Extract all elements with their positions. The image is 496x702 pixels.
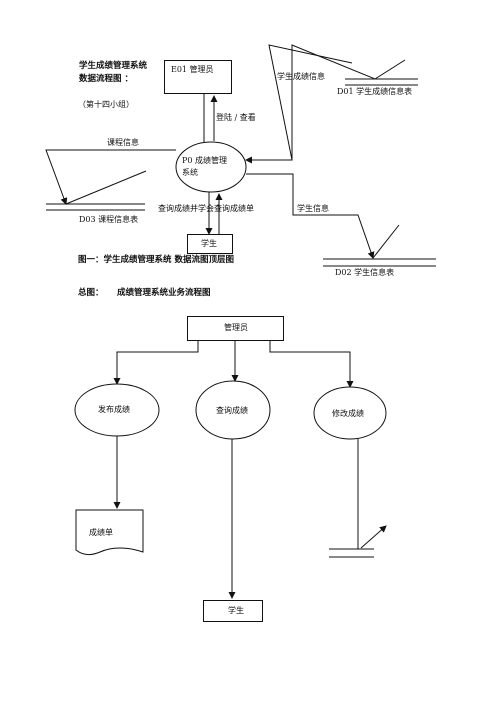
bottom-caption-label: 总图： [78,288,104,298]
process-p0-label-line1: P0 成绩管理 [182,156,228,165]
query-shape [195,380,271,440]
flow-student-info-back [372,224,400,259]
entity-admin-box: E01 管理员 [164,60,232,94]
entity-admin-label: E01 管理员 [171,65,214,74]
flow-score-info-back [291,44,406,160]
flow-course-info-back [65,170,147,205]
flow-score-info [245,44,353,164]
report-document-shape [75,509,144,556]
flow-course-info-label: 课程信息 [107,138,139,147]
process-p0-label-line2: 系统 [182,168,198,177]
bottom-caption-text: 成绩管理系统业务流程图 [117,288,211,298]
bus-student-box: 学生 [203,600,263,622]
bus-admin-box: 管理员 [187,316,284,341]
entity-student-box: 学生 [187,234,233,254]
bus-to-publish [113,341,199,385]
bus-student-label: 学生 [228,606,244,615]
store-d03-label: D03 课程信息表 [79,215,139,224]
bus-report-label: 成绩单 [89,528,113,537]
header-group: （第十四小组） [78,100,134,109]
bus-to-modify [269,341,354,388]
header-title-line2: 数据流程图 ： [79,74,133,84]
bus-admin-label: 管理员 [224,323,248,332]
modify-store-arrow [360,525,387,549]
store-d02-label: D02 学生信息表 [335,268,395,277]
flow-student-info-label: 学生信息 [297,204,329,213]
flow-score-info-label: 学生成绩信息 [277,72,325,81]
flow-login-label: 登陆 / 查看 [216,113,256,122]
process-p0-shape [175,141,247,193]
flow-course-info [45,149,176,205]
modify-shape [313,386,387,440]
bus-modify-label: 修改成绩 [332,409,364,418]
bus-publish-label: 发布成绩 [98,405,130,414]
top-diagram-caption: 图一：学生成绩管理系统 数据流图顶层图 [78,255,234,265]
store-d01-label: D01 学生成绩信息表 [337,87,413,96]
entity-student-label: 学生 [201,239,217,248]
header-title-line1: 学生成绩管理系统 [79,61,148,71]
flow-query-label: 查询成绩并学会查询成绩单 [158,204,254,213]
bus-query-label: 查询成绩 [216,406,248,415]
flow-student-info [246,173,375,259]
